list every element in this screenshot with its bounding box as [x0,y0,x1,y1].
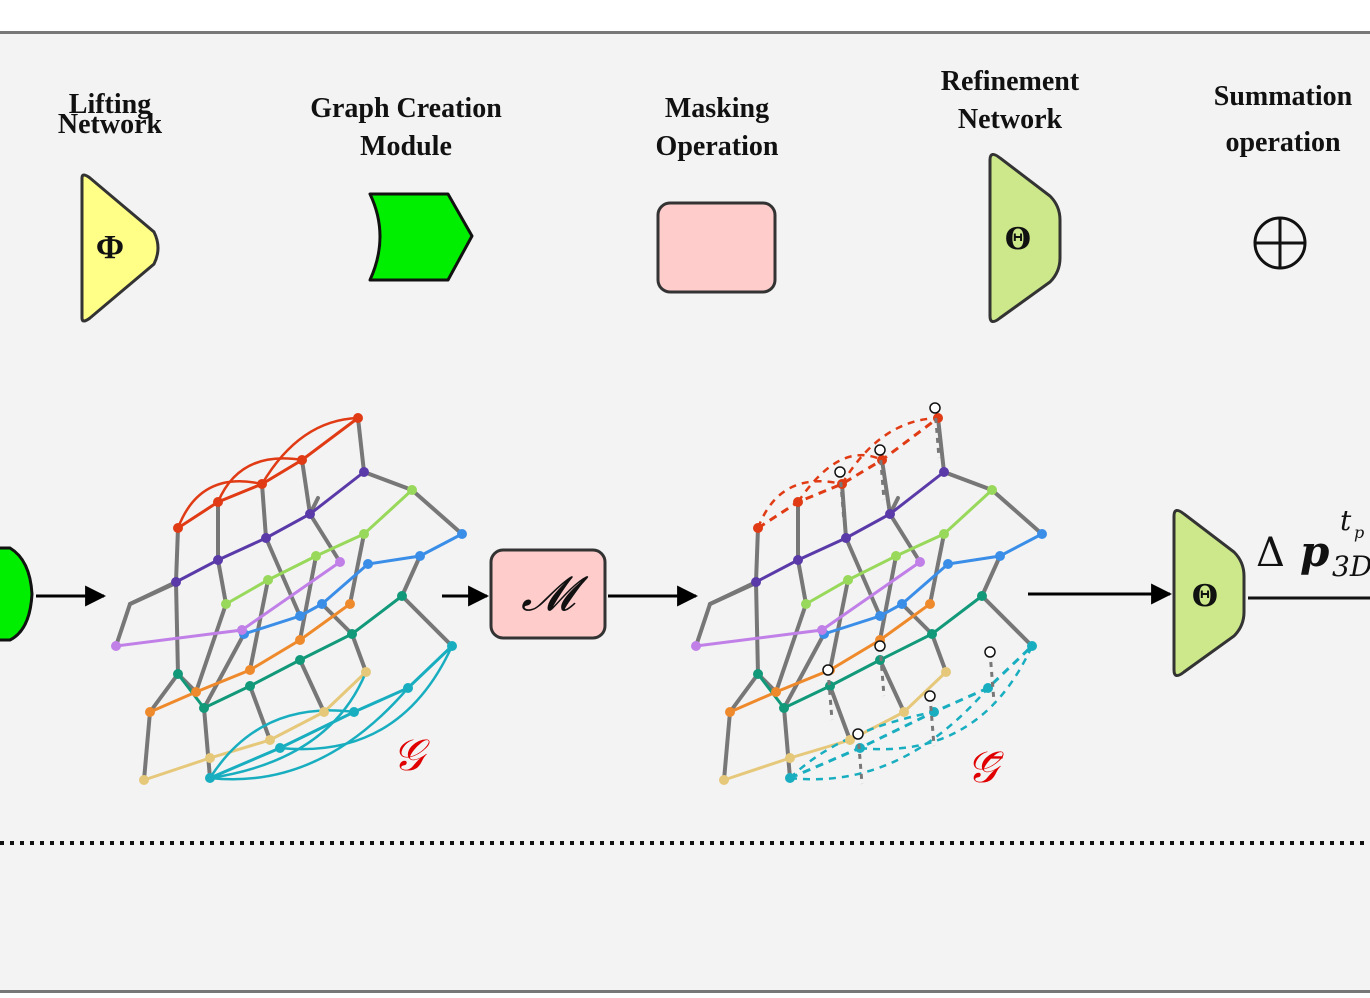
masked-skeleton-graph [691,402,1047,785]
legend-graph-creation-label: Graph Creation Module [286,90,526,166]
masked-graph-label: 𝒢̄ [966,742,1004,793]
legend-masking-line1: Masking [664,93,770,124]
output-delta-p: Δ p t p 3D [1256,504,1370,583]
legend-refinement-line1: Refinement [940,66,1080,97]
legend-lifting-label: Lifting Network [30,89,190,140]
legend-graph-creation-line2: Module [360,131,452,162]
output-delta: Δ [1256,530,1285,576]
refinement-network-shape [988,153,1062,323]
graph-creation-module-partial [0,546,34,642]
legend-masking-label: Masking Operation [622,90,812,166]
refinement-network-block: Θ [1172,509,1246,677]
legend-graph-creation-line1: Graph Creation [310,93,502,124]
lifting-network-icon: Φ [80,173,160,323]
legend-refinement-label: Refinement Network [914,63,1106,139]
legend-lifting-line2: Network [57,109,163,140]
legend-summation-line1: Summation [1213,81,1353,112]
summation-icon [1253,216,1307,270]
masking-operation-icon [656,201,777,294]
diagram-frame [0,31,1370,993]
refinement-theta-symbol: Θ [1005,222,1031,257]
output-p: p [1300,527,1329,576]
lifting-phi-symbol: Φ [96,229,124,266]
legend-lifting-line1: Lifting [68,89,152,120]
output-sup-t: t [1340,504,1352,537]
legend-masking-line2: Operation [655,131,779,162]
lifting-network-shape [80,173,160,323]
mask-operator-box [489,548,607,640]
output-subscript: 3D [1332,550,1370,583]
graph-label: 𝒢 [392,730,430,781]
output-sup-sub-p: p [1354,523,1364,542]
legend-summation-line2: operation [1225,127,1341,158]
legend-refinement-line2: Network [957,104,1063,135]
graph-creation-module-icon [368,192,474,282]
legend-summation-label: Summation operation [1194,74,1370,166]
refinement-block-theta: Θ [1192,579,1218,614]
refinement-network-icon: Θ [988,153,1062,323]
skeleton-graph [111,413,467,785]
